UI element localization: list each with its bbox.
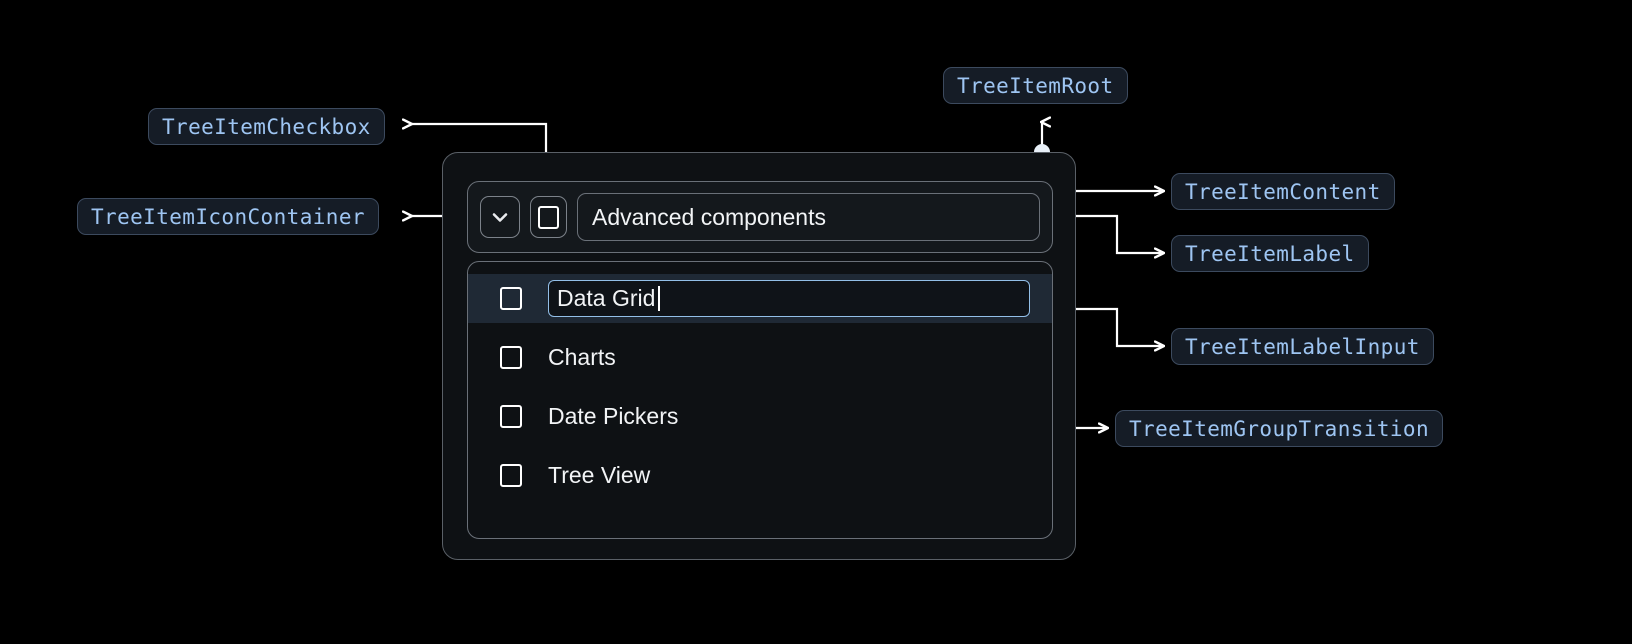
annotation-badge-label: TreeItemIconContainer (91, 204, 365, 229)
chevron-down-icon (488, 205, 512, 229)
annotation-badge-label: TreeItemGroupTransition (1129, 416, 1429, 441)
annotation-badge-label: TreeItemCheckbox (162, 114, 371, 139)
annotation-badge-tree-item-label-input: TreeItemLabelInput (1171, 328, 1434, 365)
annotation-badge-tree-item-icon-container: TreeItemIconContainer (77, 198, 379, 235)
annotation-badge-tree-item-label: TreeItemLabel (1171, 235, 1369, 272)
annotation-badge-label: TreeItemContent (1185, 179, 1381, 204)
tree-item-row-charts[interactable]: Charts (468, 333, 1052, 382)
tree-item-label-input-value: Data Grid (557, 285, 656, 311)
tree-item-label-text: Advanced components (592, 203, 826, 230)
annotation-badge-tree-item-content: TreeItemContent (1171, 173, 1395, 210)
tree-item-checkbox[interactable] (530, 196, 567, 238)
text-caret (658, 286, 660, 311)
tree-item-label-input[interactable]: Data Grid (548, 280, 1030, 317)
annotation-badge-tree-item-group-transition: TreeItemGroupTransition (1115, 410, 1443, 447)
tree-item-label-text: Date Pickers (548, 403, 679, 429)
tree-item-group-transition: Data Grid Charts Date Pickers Tree View (467, 261, 1053, 539)
tree-item-row-date-pickers[interactable]: Date Pickers (468, 392, 1052, 441)
annotation-badge-tree-item-checkbox: TreeItemCheckbox (148, 108, 385, 145)
tree-item-label-text: Charts (548, 344, 616, 370)
checkbox-unchecked-icon[interactable] (500, 346, 522, 369)
checkbox-unchecked-icon[interactable] (500, 287, 522, 310)
annotation-badge-label: TreeItemRoot (957, 73, 1114, 98)
tree-item-label-text: Tree View (548, 462, 651, 488)
tree-item-content[interactable]: Advanced components (467, 181, 1053, 253)
tree-item-row-data-grid[interactable]: Data Grid (468, 274, 1052, 323)
tree-item-row-tree-view[interactable]: Tree View (468, 451, 1052, 500)
tree-item-label[interactable]: Advanced components (577, 193, 1040, 241)
checkbox-unchecked-icon[interactable] (500, 405, 522, 428)
annotation-badge-tree-item-root: TreeItemRoot (943, 67, 1128, 104)
checkbox-unchecked-icon (538, 205, 559, 229)
tree-item-root[interactable]: Advanced components Data Grid Charts Dat… (442, 152, 1076, 560)
checkbox-unchecked-icon[interactable] (500, 464, 522, 487)
annotation-badge-label: TreeItemLabelInput (1185, 334, 1420, 359)
annotation-badge-label: TreeItemLabel (1185, 241, 1355, 266)
tree-item-icon-container[interactable] (480, 196, 520, 238)
